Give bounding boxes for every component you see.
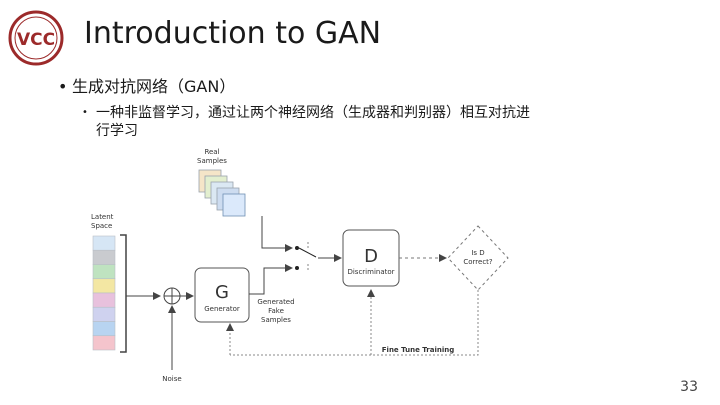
latent-space-label-1: Latent [91,213,114,221]
sum-node-plus [164,288,180,304]
latent-cell [92,264,116,280]
latent-cell [92,278,116,294]
discriminator-letter: D [364,246,378,267]
latent-cell [92,249,116,265]
generator-box [194,267,250,323]
bullet-level2-line2: 行学习 [96,123,138,139]
generator-label: Generator [204,305,240,313]
discriminator-label: Discriminator [347,268,394,276]
real-sample-card [222,193,246,217]
decision-label-2: Correct? [463,258,493,266]
noise-label: Noise [162,375,181,383]
page-number: 33 [680,379,698,395]
bullet-level1-text: 生成对抗网络（GAN） [72,77,236,96]
decision-label-1: Is D [471,249,484,257]
real-sample-card [198,169,222,193]
latent-space-label-2: Space [91,222,112,230]
real-samples-stack [198,169,246,217]
generated-label-2: Fake [268,307,284,315]
fine-tune-label: Fine Tune Training [382,346,454,354]
real-samples-label-2: Samples [197,157,227,165]
generator-letter: G [215,282,229,303]
latent-vector [92,235,116,351]
feedback-path [230,290,479,356]
vcc-logo: VCC [8,10,64,66]
latent-cell [92,335,116,351]
generated-label-1: Generated [257,298,294,306]
generator-to-switch-arrow [249,264,293,295]
bullet-level2: •一种非监督学习，通过让两个神经网络（生成器和判别器）相互对抗进 行学习 [82,104,682,140]
page-title: Introduction to GAN [84,16,382,51]
latent-cell [92,321,116,337]
real-to-switch-arrow [261,216,293,252]
bullet-level2-line1: 一种非监督学习，通过让两个神经网络（生成器和判别器）相互对抗进 [96,105,530,121]
latent-cell [92,292,116,308]
real-sample-card [210,181,234,205]
bullet-level1: •生成对抗网络（GAN） [58,77,236,96]
discriminator-box [342,229,400,287]
real-sample-card [204,175,228,199]
switch [295,242,317,270]
latent-bracket [120,234,127,353]
latent-cell [92,306,116,322]
latent-cell [92,235,116,251]
real-samples-label-1: Real [204,148,219,156]
decision-diamond [447,225,509,291]
generated-label-3: Samples [261,316,291,324]
sum-node [163,287,181,305]
real-sample-card [216,187,240,211]
logo-text: VCC [17,30,55,50]
